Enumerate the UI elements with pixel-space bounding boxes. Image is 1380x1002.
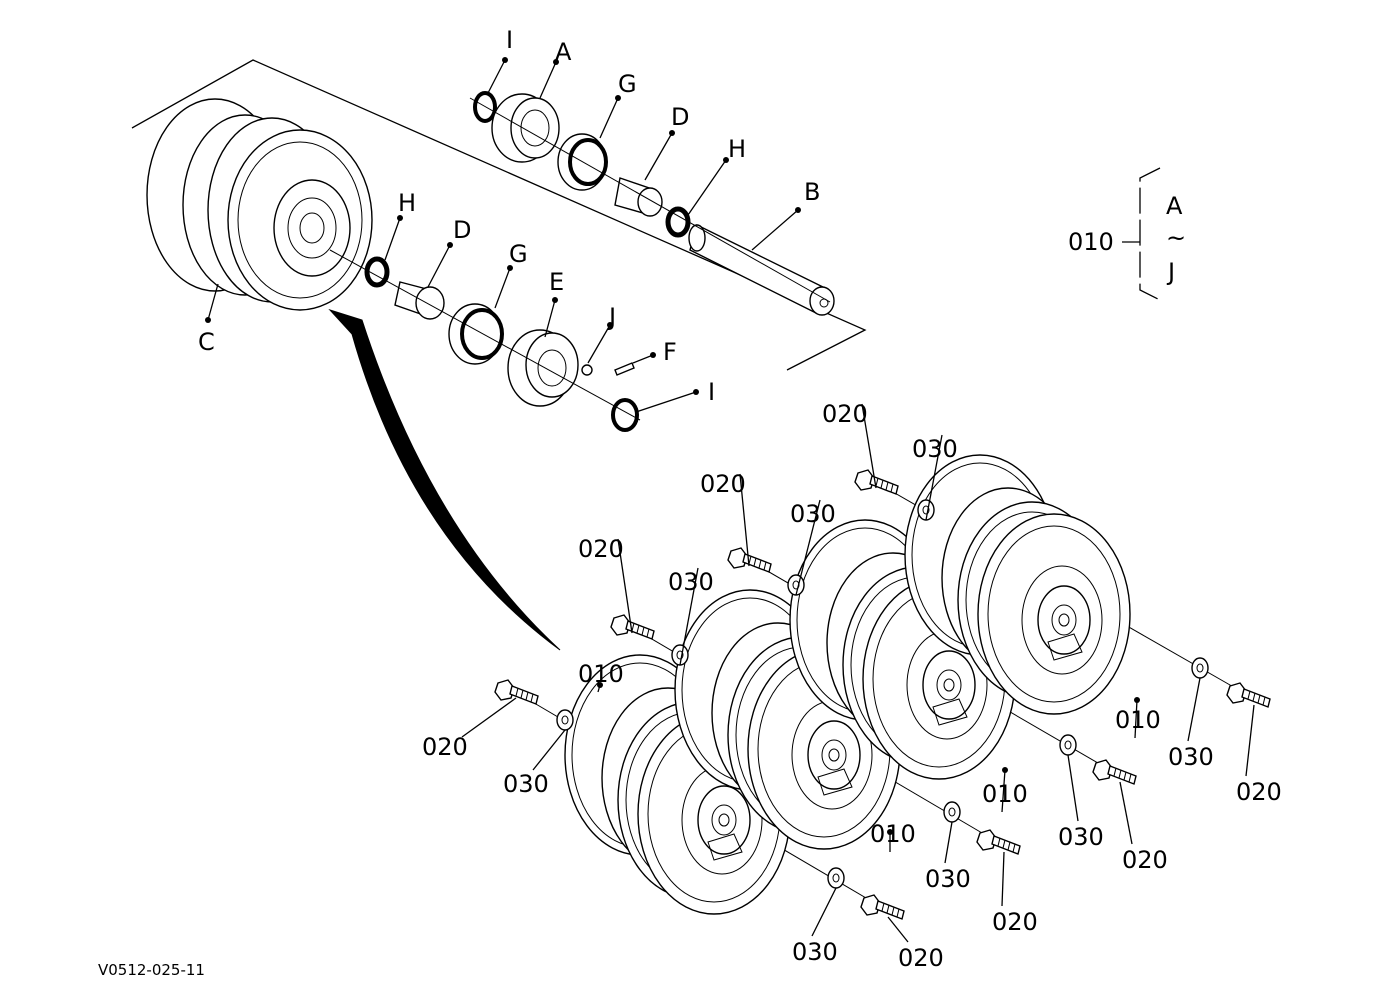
- assembly-arrow: [328, 308, 561, 651]
- callout-leader: [1001, 851, 1005, 907]
- washer-left-callout: 030: [668, 568, 714, 596]
- callout-leader: [925, 434, 943, 521]
- washer-left-callout: 030: [503, 770, 549, 798]
- callout-dot: [1002, 767, 1008, 773]
- callout-leader: [679, 567, 699, 666]
- bracket-tilde: ~: [1166, 224, 1186, 252]
- bolt-right: [1226, 682, 1271, 708]
- callout-d-top: D: [671, 103, 689, 131]
- roller-callout: 010: [1115, 706, 1161, 734]
- roller-c: [146, 98, 373, 311]
- bolt-right: [976, 829, 1021, 855]
- roller-callout: 010: [870, 820, 916, 848]
- callout-f: F: [663, 338, 677, 366]
- pin-j: [581, 364, 593, 376]
- washer-right-callout: 030: [792, 938, 838, 966]
- callout-dot: [887, 829, 893, 835]
- seal-housing-e: [507, 329, 579, 407]
- callout-leader: [1067, 754, 1079, 822]
- callout-leader: [532, 729, 566, 771]
- callout-j: J: [607, 303, 616, 331]
- callout-leader: [1001, 769, 1006, 813]
- washer-left: [556, 709, 574, 731]
- callout-dot: [597, 682, 603, 688]
- callout-a: A: [555, 38, 572, 66]
- callout-b: B: [804, 178, 820, 206]
- track-rollers: 0100200300200300100200300200300100200300…: [422, 400, 1282, 972]
- washer-right-callout: 030: [925, 865, 971, 893]
- callout-e: E: [549, 268, 564, 296]
- callout-g-mid: G: [509, 240, 528, 268]
- washer-left-callout: 030: [790, 500, 836, 528]
- callout-leader: [944, 821, 953, 864]
- callout-dot: [1134, 697, 1140, 703]
- bushing-d-mid: [394, 281, 445, 320]
- bolt-right-callout: 020: [898, 944, 944, 972]
- bolt-left: [854, 469, 899, 495]
- seal-housing-a: [491, 93, 560, 163]
- callout-c: C: [198, 328, 215, 356]
- floating-seal-g-mid: [448, 303, 504, 365]
- bolt-left-callout: 020: [422, 733, 468, 761]
- callout-leader: [1245, 704, 1255, 777]
- callout-leader: [1119, 781, 1133, 845]
- bolt-left: [610, 614, 655, 640]
- bracket-assembly-number: 010: [1068, 228, 1114, 256]
- bracket-to: J: [1166, 258, 1175, 286]
- bolt-left-callout: 020: [822, 400, 868, 428]
- callout-i-top: I: [506, 26, 513, 54]
- washer-right: [1059, 734, 1077, 756]
- callout-g-top: G: [618, 70, 637, 98]
- washer-right-callout: 030: [1168, 743, 1214, 771]
- roller-callout: 010: [982, 780, 1028, 808]
- callout-leader: [1134, 699, 1138, 739]
- washer-right: [827, 867, 845, 889]
- callout-i-mid: I: [708, 378, 715, 406]
- callout-h-top: H: [728, 135, 746, 163]
- callout-d-mid: D: [453, 216, 471, 244]
- o-ring-h-top: [665, 206, 691, 238]
- shaft-b: [688, 223, 835, 316]
- bolt-right-callout: 020: [1236, 778, 1282, 806]
- bolt-left-callout: 020: [578, 535, 624, 563]
- bolt-left-callout: 020: [700, 470, 746, 498]
- callout-leader: [617, 538, 633, 634]
- bolt-right: [860, 894, 905, 920]
- callout-leaders-top: [207, 59, 799, 413]
- roller-callout: 010: [578, 660, 624, 688]
- bracket-from: A: [1166, 192, 1183, 220]
- washer-right-callout: 030: [1058, 823, 1104, 851]
- o-ring-h-mid: [364, 256, 390, 288]
- washer-left-callout: 030: [912, 435, 958, 463]
- callout-dots: [205, 57, 801, 395]
- callout-leader: [861, 403, 877, 489]
- callout-leader: [461, 697, 517, 738]
- bolt-left: [727, 547, 772, 573]
- bushing-d-top: [614, 177, 663, 217]
- assembly-bracket: 010 A ~ J: [1068, 167, 1186, 301]
- callout-leader: [811, 887, 837, 937]
- bolt-right-callout: 020: [1122, 846, 1168, 874]
- bolt-right: [1092, 759, 1137, 785]
- pin-f: [614, 362, 635, 376]
- callout-leader: [1187, 677, 1201, 742]
- exploded-view-frame: [131, 59, 867, 371]
- callout-leader: [887, 916, 909, 943]
- snap-ring-i-top: [473, 91, 497, 123]
- callout-leader: [739, 473, 750, 567]
- bolt-right-callout: 020: [992, 908, 1038, 936]
- washer-right: [1191, 657, 1209, 679]
- washer-right: [943, 801, 961, 823]
- drawing-code: V0512-025-11: [98, 961, 205, 979]
- callout-leader: [795, 499, 821, 596]
- washer-left: [787, 574, 805, 596]
- snap-ring-i-mid: [611, 398, 639, 432]
- bolt-left: [494, 679, 539, 705]
- callout-h-mid: H: [398, 189, 416, 217]
